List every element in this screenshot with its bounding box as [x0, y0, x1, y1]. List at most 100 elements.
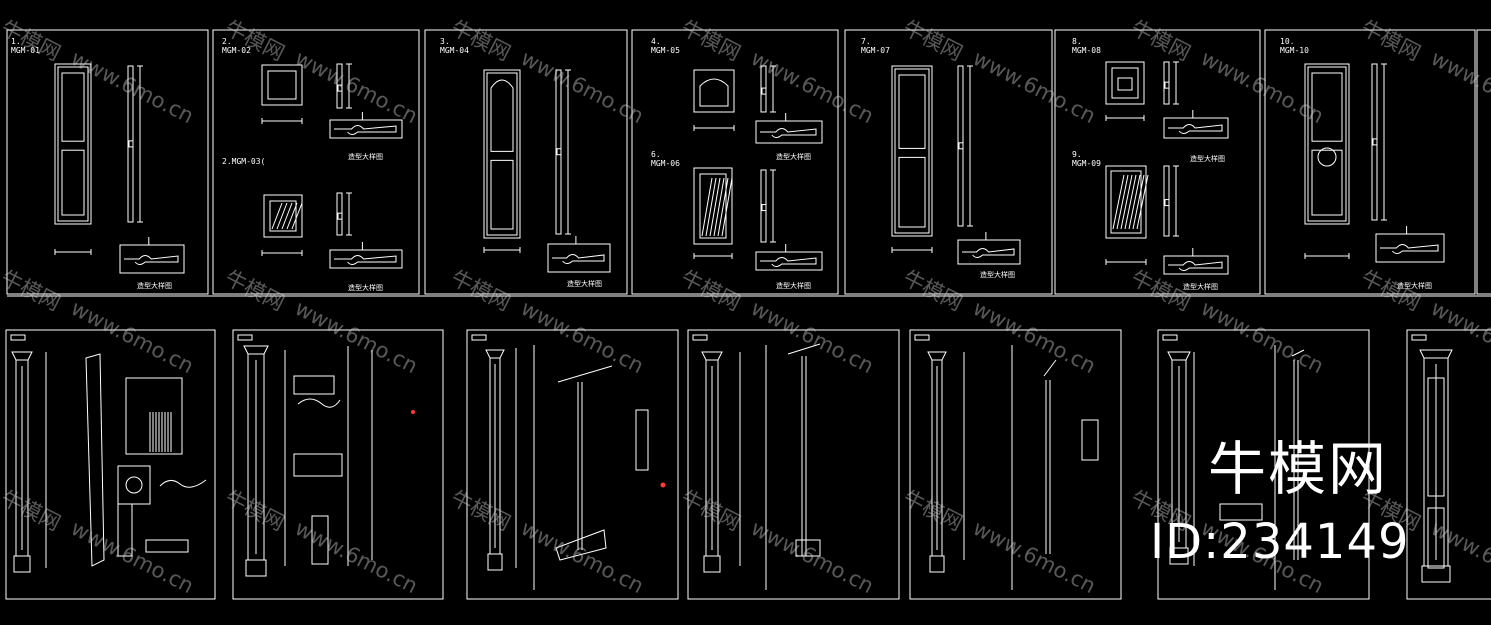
door-inner-frame [1307, 66, 1347, 222]
door-label-7: 7.MGM-07 [861, 37, 890, 55]
molding-profile [1380, 244, 1439, 254]
column-base [13, 555, 31, 573]
sheet-frame-bottom-5 [909, 329, 1122, 600]
molding-profile [124, 255, 179, 265]
hatch-line [1132, 174, 1145, 230]
sheet-frame-top-1 [6, 29, 209, 295]
profile-box [1375, 233, 1445, 263]
door-panel-upper [898, 74, 926, 149]
sheet-frame-bottom-4 [687, 329, 900, 600]
column-6-section [1291, 349, 1305, 560]
profile-box [957, 239, 1021, 265]
profile-box [1163, 117, 1229, 139]
door-8-carving [1117, 77, 1133, 91]
profile-curve [159, 479, 207, 488]
molding-profile [334, 255, 397, 265]
door-3 [263, 194, 303, 238]
profile-box [755, 251, 823, 271]
accent-mark [660, 482, 666, 488]
title-tag [1162, 334, 1178, 341]
column-base [1169, 547, 1189, 565]
section-hinge [556, 148, 562, 156]
door-4 [483, 69, 521, 239]
hatch-line [1120, 174, 1133, 230]
caption-8: 造型大样图 [1190, 155, 1225, 163]
molding-profile [760, 257, 817, 267]
column-1-stem [117, 503, 133, 557]
door-6-panel [699, 173, 727, 239]
door-panel-upper [1311, 72, 1343, 142]
molding-profile [962, 248, 1015, 258]
column-7-lower-panel [1427, 507, 1445, 569]
molding-profile [1168, 124, 1223, 134]
sheet-frame-top-8 [1476, 29, 1491, 295]
column-base [929, 555, 945, 573]
sheet-frame-top-3 [424, 29, 628, 295]
door-7 [891, 65, 933, 237]
title-tag [914, 334, 930, 341]
section-hinge [1372, 138, 1378, 146]
door-label-8: 8.MGM-08 [1072, 37, 1101, 55]
section-hinge [761, 87, 767, 95]
door-label-3b: 2.MGM-03( [222, 157, 266, 166]
door-label-1: 1.MGM-01 [11, 37, 40, 55]
sheet-frame-top-4 [631, 29, 839, 295]
door-label-4: 4.MGM-05 [651, 37, 680, 55]
section-hinge [761, 204, 767, 212]
door-panel-arched [490, 79, 514, 152]
door-9-panel [1110, 170, 1142, 234]
door-panel-lower [898, 156, 926, 228]
column-capital [701, 351, 723, 361]
column-6-detail [1219, 503, 1263, 521]
column-capital [243, 345, 269, 355]
caption-10: 造型大样图 [1397, 282, 1432, 290]
section-hinge [337, 84, 343, 92]
door-5 [693, 69, 735, 113]
profile-box [329, 119, 403, 139]
hatch-line [1112, 174, 1125, 230]
molding-profile [552, 254, 605, 264]
hatch-line [276, 202, 288, 230]
door-label-9: 9.MGM-09 [1072, 150, 1101, 168]
door-9 [1105, 165, 1147, 239]
column-5-section [1043, 359, 1057, 554]
door-inner-frame [894, 68, 930, 234]
hatch-line [713, 177, 725, 237]
sheet-frame-top-2 [212, 29, 420, 295]
door-label-2: 2.MGM-02 [222, 37, 251, 55]
column-5-detail [1081, 419, 1099, 461]
column-3-section [557, 365, 613, 550]
caption-6: 造型大样图 [776, 282, 811, 290]
section-hinge [337, 212, 343, 220]
door-panel-lower [490, 159, 514, 230]
caption-7: 造型大样图 [980, 271, 1015, 279]
column-7-panel [1427, 377, 1445, 497]
profile-box [329, 249, 403, 269]
column-2-base [311, 515, 329, 565]
profile-box [755, 120, 823, 144]
hatch-line [701, 177, 713, 237]
hatch-line [286, 202, 298, 230]
sheet-frame-top-5 [844, 29, 1053, 295]
sheet-frame-bottom-6 [1157, 329, 1370, 600]
brand-id: ID:234149 [1150, 514, 1410, 570]
column-4-foot [795, 539, 821, 557]
column-1-detail [125, 377, 183, 455]
molding-profile [760, 128, 817, 138]
door-5-arch [699, 78, 729, 107]
section-hinge [1164, 199, 1170, 207]
profile-block [293, 453, 343, 477]
section-hinge [1164, 81, 1170, 89]
section-hinge [128, 140, 134, 148]
column-base [703, 555, 721, 573]
door-6 [693, 167, 733, 245]
column-capital [927, 351, 947, 361]
caption-4: 造型大样图 [776, 153, 811, 161]
door-10 [1304, 63, 1350, 225]
molding-profile [334, 125, 397, 135]
sheet-frame-bottom-3 [466, 329, 679, 600]
column-base [1421, 565, 1451, 583]
profile-curve [297, 398, 341, 408]
door-2 [261, 64, 303, 106]
title-tag [237, 334, 253, 341]
